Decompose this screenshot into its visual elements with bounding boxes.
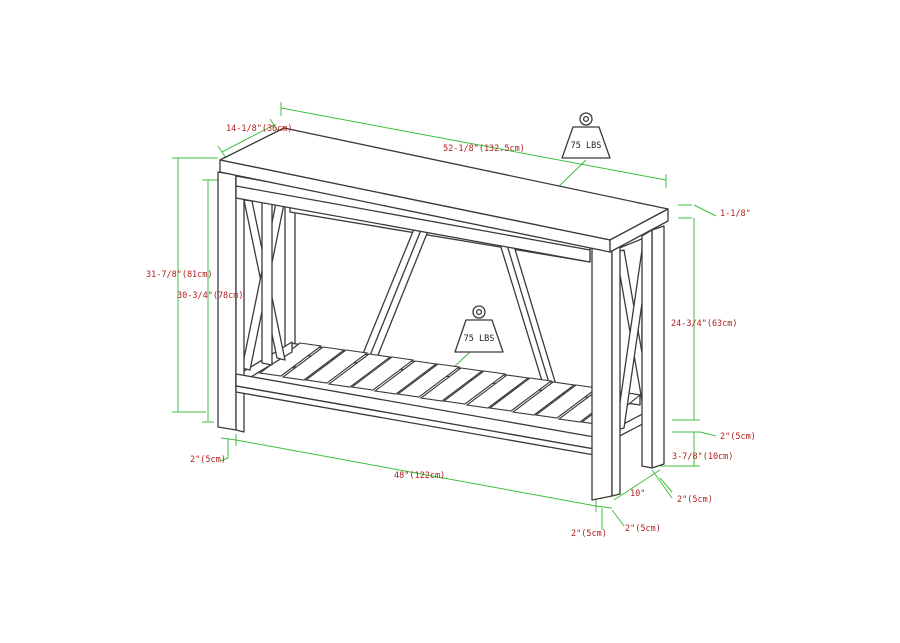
slat (350, 356, 415, 391)
dim-line-leg-front (595, 505, 625, 530)
dimension-lines (172, 102, 717, 530)
slat (281, 346, 346, 381)
label-leg-front-a: 2"(5cm) (571, 529, 607, 539)
table-top (219, 127, 669, 253)
weight-label-top: 75 LBS (571, 141, 602, 151)
slat (327, 353, 392, 388)
dim-line-width (280, 102, 667, 188)
label-depth: 14-1/8"(36cm) (226, 124, 293, 134)
right-rear-leg (651, 225, 665, 469)
label-leg-front-b: 2"(5cm) (625, 524, 661, 534)
label-overall-height: 31-7/8"(81cm) (146, 270, 213, 280)
shelf-slats (258, 342, 642, 426)
dim-line-shelf-thickness (672, 431, 717, 437)
label-clearance: 3-7/8"(10cm) (672, 452, 733, 462)
dim-line-top-thickness (678, 204, 717, 219)
a-brace-left-inner (368, 229, 422, 359)
label-width: 52-1/8"(132.5cm) (443, 144, 525, 154)
label-leg-height: 30-3/4"(78cm) (177, 291, 244, 301)
label-depth-inner: 10" (630, 489, 645, 499)
slat (511, 381, 576, 416)
right-rear-leg-face (641, 229, 653, 469)
tabletop-side-edge (609, 208, 669, 253)
dim-line-overall-height (172, 157, 218, 413)
dim-line-shelf-height (672, 218, 700, 421)
slat (534, 384, 599, 419)
slat (465, 374, 530, 409)
label-leg-side-right: 2"(5cm) (677, 495, 713, 505)
dim-line-clearance (660, 432, 700, 467)
slat (488, 377, 553, 412)
slat (373, 360, 438, 395)
a-brace-right-inner (506, 244, 554, 397)
label-inner-width: 48"(122cm) (394, 471, 445, 481)
label-top-thickness: 1-1/8" (720, 209, 751, 219)
right-side-frame (611, 224, 665, 469)
slat (304, 349, 369, 384)
front-right-leg (591, 243, 613, 501)
front-apron-edge (235, 185, 591, 251)
left-rear-leg (261, 195, 273, 366)
dim-line-leg-left (219, 437, 237, 462)
weight-icon-shelf: 75 LBS (454, 305, 504, 353)
front-right-leg-side (611, 241, 621, 497)
label-shelf-height: 24-3/4"(63cm) (671, 319, 738, 329)
slat (419, 367, 484, 402)
label-leg-left: 2"(5cm) (190, 455, 226, 465)
weight-icon (561, 112, 611, 159)
dim-line-leg-height (202, 179, 218, 423)
label-shelf-thickness: 2"(5cm) (720, 432, 756, 442)
front-left-leg (217, 171, 237, 431)
weight-icon-top: 75 LBS (561, 112, 611, 159)
dimension-labels: 14-1/8"(36cm) 52-1/8"(132.5cm) 1-1/8" 31… (146, 124, 756, 539)
weight-icon (454, 305, 504, 353)
slat (396, 363, 461, 398)
left-side-frame (235, 189, 293, 387)
weight-label-shelf: 75 LBS (464, 334, 495, 344)
dim-line-depth-inner (613, 469, 673, 501)
slat (442, 370, 507, 405)
dim-line-depth (217, 118, 279, 159)
